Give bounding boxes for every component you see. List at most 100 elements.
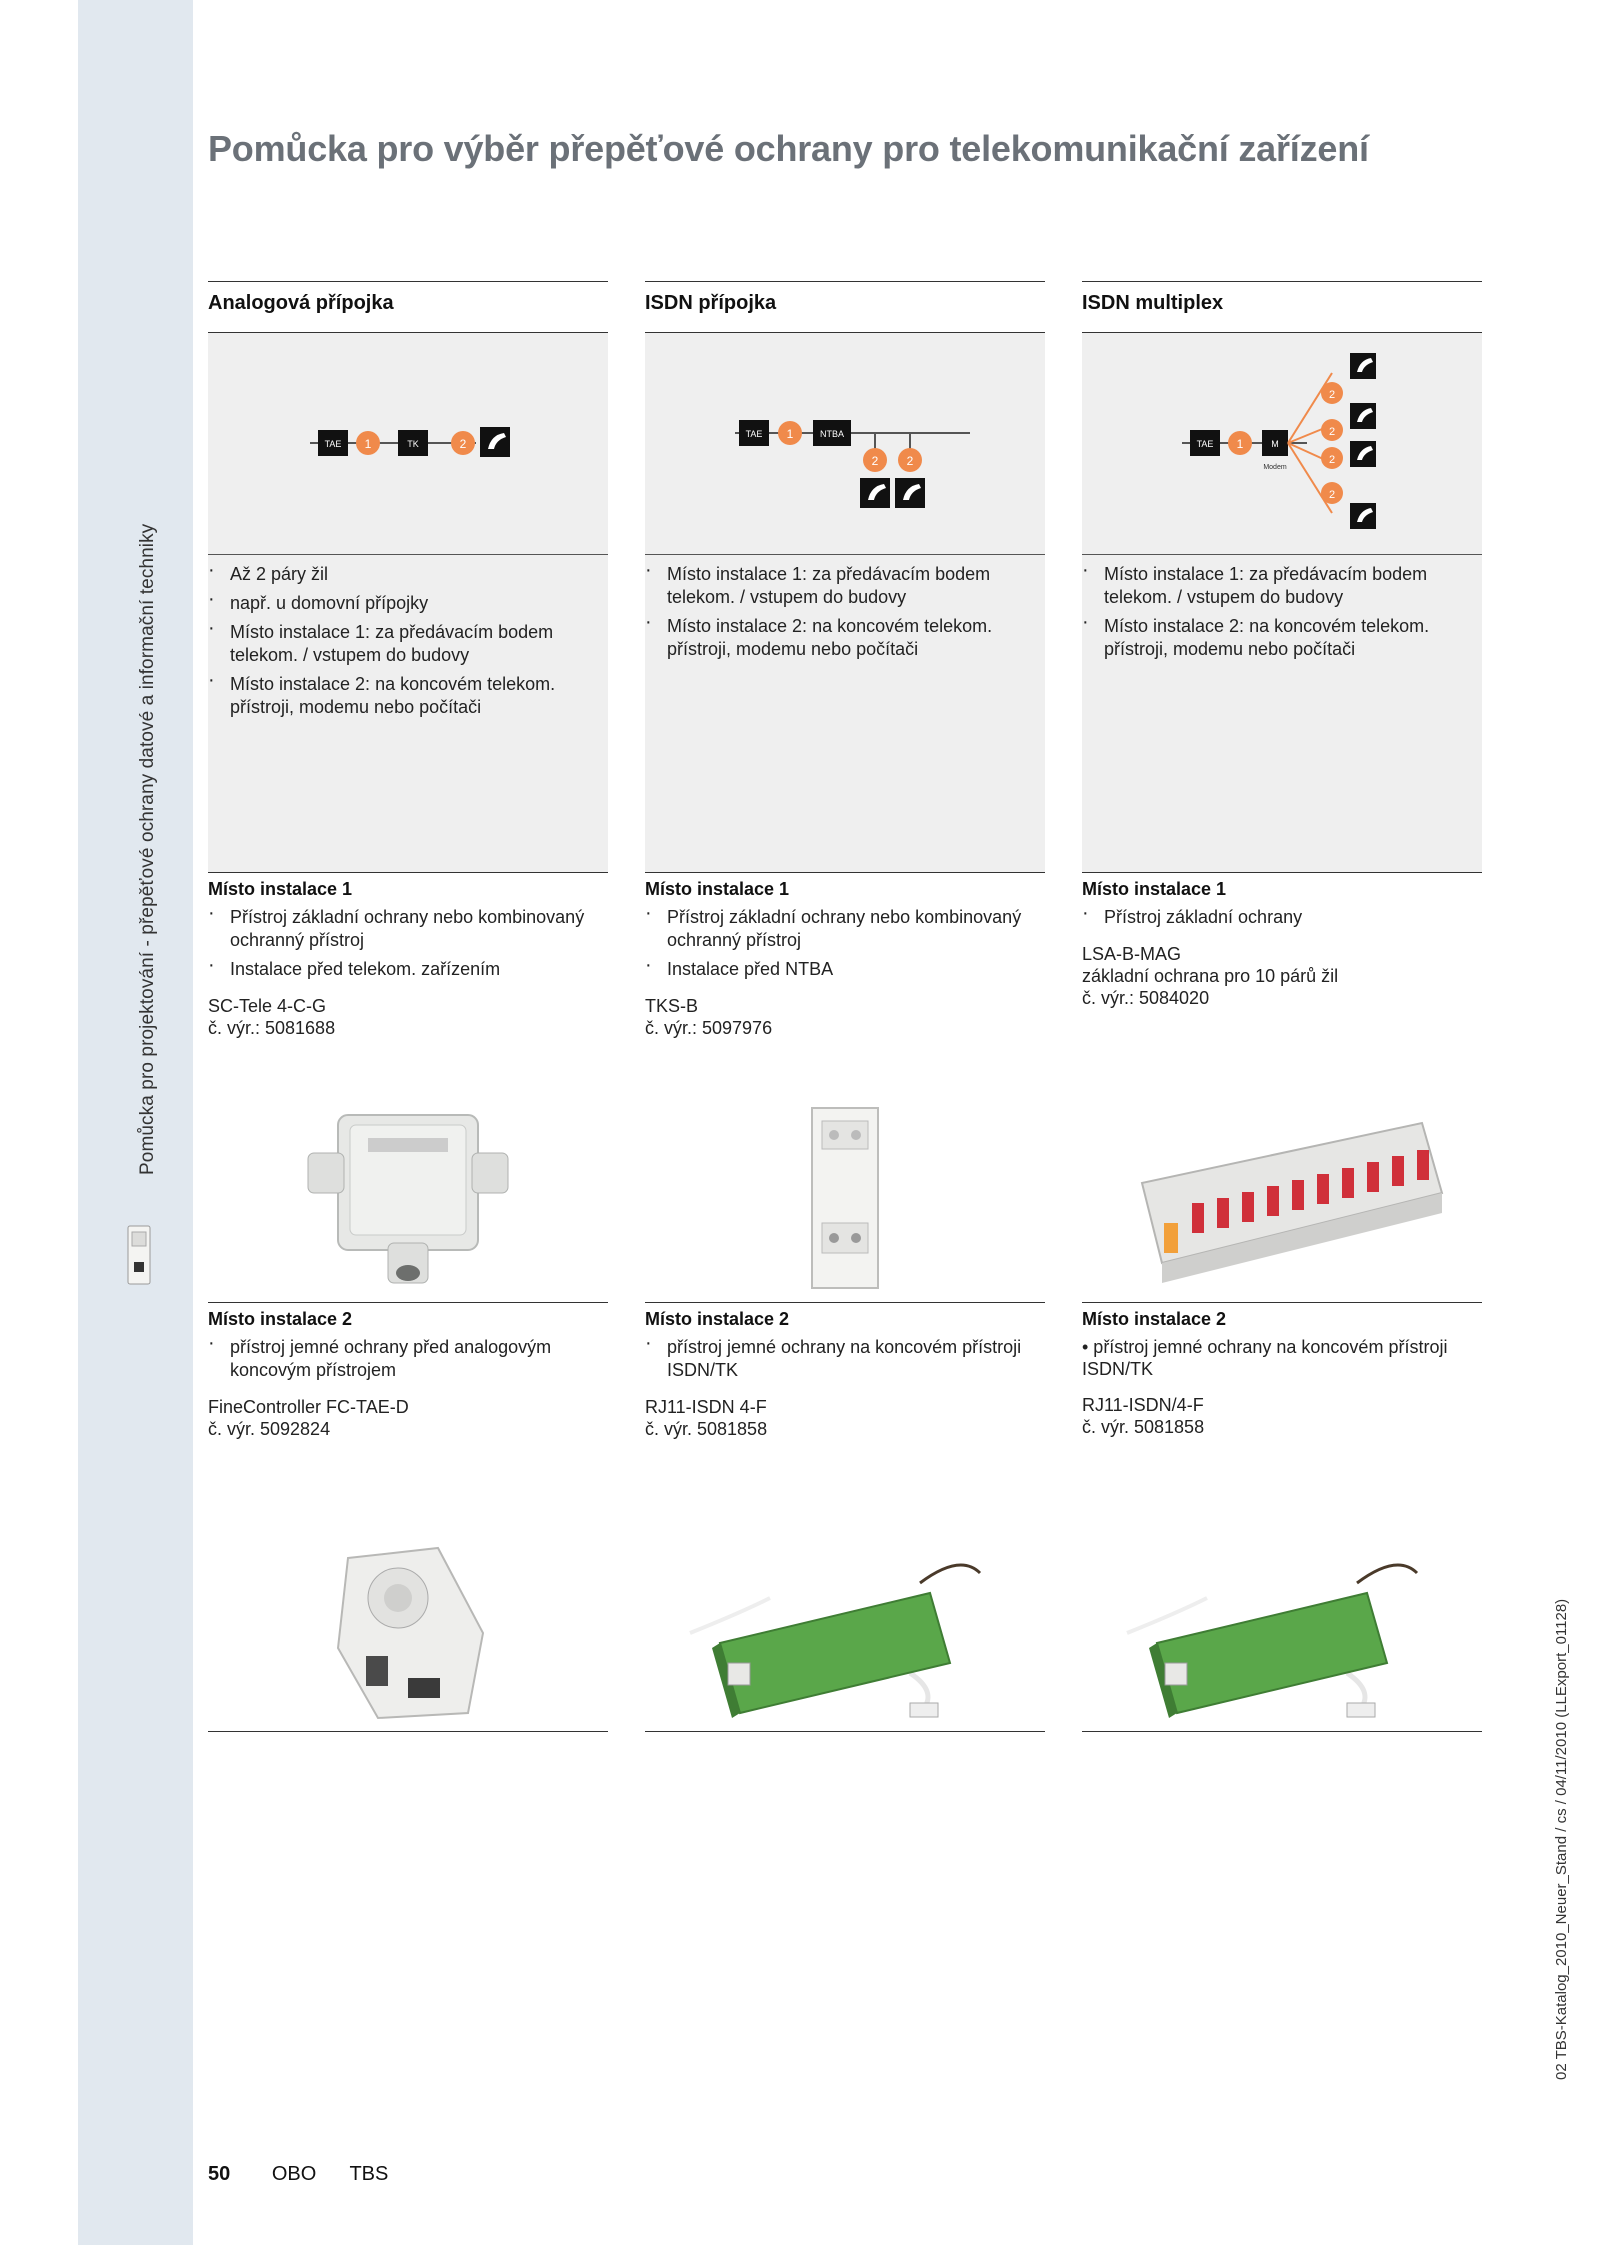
article-number: č. výr. 5081858 xyxy=(645,1419,768,1439)
marker-2b-label: 2 xyxy=(1329,426,1335,438)
article-number: č. výr.: 5097976 xyxy=(645,1018,773,1038)
info-panel: Až 2 páry žil např. u domovní přípojky M… xyxy=(208,555,608,873)
marker-1 xyxy=(778,421,802,445)
site-bullet: Přístroj základní ochrany nebo kombinova… xyxy=(208,902,608,952)
marker-2a xyxy=(1321,382,1343,404)
site-title: Místo instalace 2 xyxy=(645,1309,790,1329)
product-name: FineController FC-TAE-D xyxy=(208,1397,409,1417)
footer-brand: OBO xyxy=(271,2163,317,2185)
product-name: TKS-B xyxy=(645,996,699,1016)
site-title: Místo instalace 1 xyxy=(208,879,353,899)
article-number: č. výr.: 5084020 xyxy=(1082,988,1210,1008)
modem-box xyxy=(1262,430,1288,456)
marker-1-label: 1 xyxy=(1237,437,1244,451)
product-name: LSA-B-MAG xyxy=(1082,944,1182,964)
marker-2c xyxy=(1321,447,1343,469)
install-site-1: Místo instalace 1 Přístroj základní ochr… xyxy=(1082,873,1482,1303)
install-site-1: Místo instalace 1 Přístroj základní ochr… xyxy=(645,873,1045,1303)
page-title: Pomůcka pro výběr přepěťové ochrany pro … xyxy=(208,128,1369,169)
marker-1 xyxy=(1228,431,1252,455)
column-title: Analogová přípojka xyxy=(208,281,608,333)
site-title: Místo instalace 1 xyxy=(1082,879,1227,899)
info-panel: Místo instalace 1: za předávacím bodem t… xyxy=(645,555,1045,873)
export-label: 02 TBS-Katalog_2010_Neuer_Stand / cs / 0… xyxy=(1553,1598,1570,2080)
tae-box xyxy=(1190,430,1220,456)
din-rail-module-image xyxy=(811,1107,879,1289)
marker-2a xyxy=(863,448,887,472)
product-name: RJ11-ISDN/4-F xyxy=(1082,1395,1204,1415)
lsa-magazine-image xyxy=(1140,1121,1444,1283)
info-bullet: Místo instalace 1: za předávacím bodem t… xyxy=(208,617,598,667)
connection-diagram: TAE 1 M Modem 2 2 2 2 xyxy=(1082,333,1482,555)
tk-label: TK xyxy=(407,439,419,449)
info-bullet: Místo instalace 2: na koncovém telekom. … xyxy=(1082,611,1472,661)
multiplex-diagram: TAE 1 M Modem 2 2 2 2 xyxy=(1182,353,1376,529)
modem-box-label: M xyxy=(1271,439,1279,449)
connection-diagram: TAE 1 TK 2 xyxy=(208,333,608,555)
article-number: č. výr. 5092824 xyxy=(208,1419,331,1439)
tk-box xyxy=(398,430,428,456)
tae-label: TAE xyxy=(325,439,342,449)
info-bullet: Místo instalace 1: za předávacím bodem t… xyxy=(645,559,1035,609)
marker-2c-label: 2 xyxy=(1329,454,1335,466)
column-title: ISDN přípojka xyxy=(645,281,1045,333)
install-site-1: Místo instalace 1 Přístroj základní ochr… xyxy=(208,873,608,1303)
isdn-diagram: TAE 1 NTBA 2 2 xyxy=(735,420,970,508)
analog-diagram: TAE 1 TK 2 xyxy=(310,427,510,457)
marker-2b xyxy=(898,448,922,472)
site-bullet: Přístroj základní ochrany xyxy=(1082,902,1482,929)
tae-box xyxy=(739,420,769,446)
tae-box xyxy=(318,430,348,456)
footer-section: TBS xyxy=(349,2163,389,2185)
product-description: základní ochrana pro 10 párů žil xyxy=(1082,966,1339,986)
page-footer: 50 OBO TBS xyxy=(208,2163,416,2186)
tae-label: TAE xyxy=(1197,439,1214,449)
product-name: RJ11-ISDN 4-F xyxy=(645,1397,767,1417)
surge-module-thumbnail xyxy=(127,1225,151,1285)
rj11-adapter-image xyxy=(1126,1563,1419,1718)
site-bullet: Instalace před NTBA xyxy=(645,954,1045,981)
install-site-2: Místo instalace 2 • přístroj jemné ochra… xyxy=(1082,1303,1482,1732)
site-bullet: Instalace před telekom. zařízením xyxy=(208,954,608,981)
page-number: 50 xyxy=(208,2163,231,2185)
finecontroller-plug-image xyxy=(336,1546,485,1720)
site-text: • přístroj jemné ochrany na koncovém pří… xyxy=(1082,1337,1448,1379)
marker-1 xyxy=(356,431,380,455)
site-bullet: přístroj jemné ochrany na koncovém příst… xyxy=(645,1332,1045,1382)
info-bullet: např. u domovní přípojky xyxy=(208,588,598,615)
info-panel: Místo instalace 1: za předávacím bodem t… xyxy=(1082,555,1482,873)
site-bullet: přístroj jemné ochrany před analogovým k… xyxy=(208,1332,608,1382)
marker-2 xyxy=(451,431,475,455)
info-bullet: Místo instalace 2: na koncovém telekom. … xyxy=(208,669,598,719)
marker-2a-label: 2 xyxy=(872,454,879,468)
column-isdn-multiplex: ISDN multiplex TAE 1 M Modem 2 2 2 2 xyxy=(1082,281,1482,1732)
marker-1-label: 1 xyxy=(787,427,794,441)
connection-diagram: TAE 1 NTBA 2 2 xyxy=(645,333,1045,555)
junction-box-image xyxy=(307,1114,509,1284)
marker-2a-label: 2 xyxy=(1329,389,1335,401)
tae-label: TAE xyxy=(746,429,763,439)
install-site-2: Místo instalace 2 přístroj jemné ochrany… xyxy=(208,1303,608,1732)
ntba-box xyxy=(813,420,851,446)
ntba-label: NTBA xyxy=(820,429,844,439)
marker-2b xyxy=(1321,419,1343,441)
marker-1-label: 1 xyxy=(365,437,372,451)
info-bullet: Místo instalace 1: za předávacím bodem t… xyxy=(1082,559,1472,609)
side-label: Pomůcka pro projektování - přepěťové och… xyxy=(137,523,158,1175)
product-name: SC-Tele 4-C-G xyxy=(208,996,327,1016)
rj11-adapter-image xyxy=(689,1563,982,1718)
modem-caption: Modem xyxy=(1263,464,1287,471)
install-site-2: Místo instalace 2 přístroj jemné ochrany… xyxy=(645,1303,1045,1732)
marker-2b-label: 2 xyxy=(907,454,914,468)
marker-2d-label: 2 xyxy=(1329,489,1335,501)
marker-2d xyxy=(1321,482,1343,504)
site-title: Místo instalace 1 xyxy=(645,879,790,899)
side-band xyxy=(78,0,193,2245)
site-title: Místo instalace 2 xyxy=(208,1309,353,1329)
marker-2-label: 2 xyxy=(460,437,467,451)
article-number: č. výr.: 5081688 xyxy=(208,1018,336,1038)
info-bullet: Až 2 páry žil xyxy=(208,559,598,586)
site-bullet: Přístroj základní ochrany nebo kombinova… xyxy=(645,902,1045,952)
info-bullet: Místo instalace 2: na koncovém telekom. … xyxy=(645,611,1035,661)
site-title: Místo instalace 2 xyxy=(1082,1309,1227,1329)
